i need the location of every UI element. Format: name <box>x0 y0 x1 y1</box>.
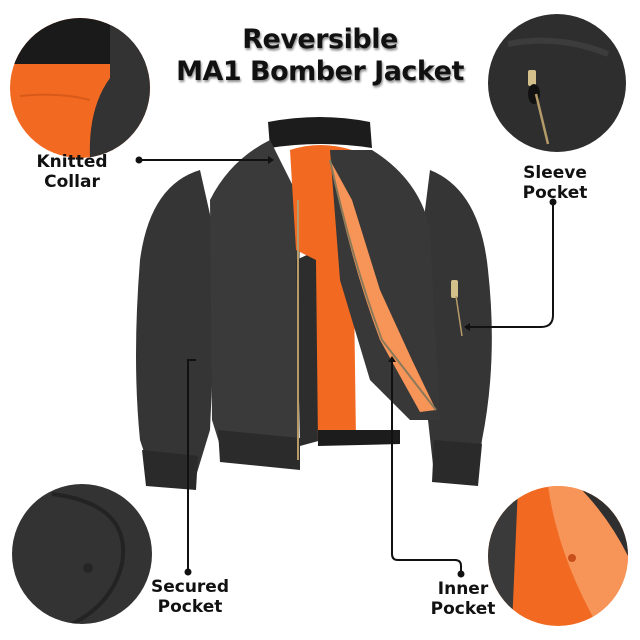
label-line: Knitted <box>36 152 108 172</box>
label-inner-pocket: Inner Pocket <box>418 579 508 619</box>
label-line: Inner <box>437 579 489 599</box>
label-line: Pocket <box>522 183 588 203</box>
label-line: Sleeve <box>523 163 587 183</box>
label-line: Secured <box>150 577 230 597</box>
label-line: Pocket <box>157 597 223 617</box>
title-line-2: MA1 Bomber Jacket <box>176 56 464 87</box>
inset-sleeve-pocket <box>488 14 626 152</box>
label-line: Collar <box>44 172 100 192</box>
label-secured-pocket: Secured Pocket <box>140 577 240 617</box>
label-sleeve-pocket: Sleeve Pocket <box>510 163 600 203</box>
inset-knitted-collar <box>10 18 150 158</box>
inset-inner-pocket <box>488 486 628 626</box>
label-knitted-collar: Knitted Collar <box>22 152 122 192</box>
label-line: Pocket <box>430 599 496 619</box>
page-title: Reversible MA1 Bomber Jacket <box>0 24 640 88</box>
title-line-1: Reversible <box>242 24 398 55</box>
inset-secured-pocket <box>12 484 152 624</box>
